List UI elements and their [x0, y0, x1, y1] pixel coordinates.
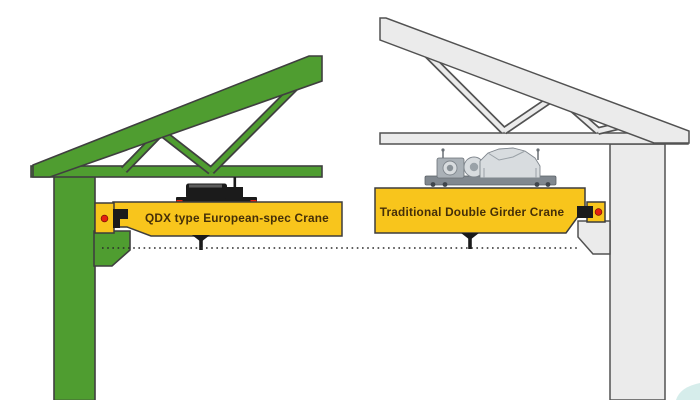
left-truss-top-chord [32, 55, 323, 178]
left-structure [30, 55, 323, 400]
right-corbel-bracket [577, 220, 611, 255]
rope-drum-hub [469, 162, 479, 172]
right-girder-label: Traditional Double Girder Crane [380, 205, 565, 219]
right-end-bracket [577, 206, 593, 218]
right-truss-top-chord [379, 17, 690, 144]
right-structure [379, 17, 690, 400]
corner-accent [676, 383, 700, 400]
hoist-antenna-icon [233, 177, 237, 188]
left-end-bracket [113, 209, 128, 228]
hoist-frame-block [479, 147, 541, 179]
left-buffer-dot-icon [100, 214, 109, 223]
right-hook-icon [461, 233, 479, 249]
hoist-motor-block [226, 187, 243, 199]
right-girder: Traditional Double Girder Crane [374, 187, 606, 249]
hoist-frame-facet [487, 150, 526, 161]
left-hook-icon [192, 235, 210, 250]
left-truss-diagonal-3 [209, 84, 298, 173]
right-crab-trolley [424, 147, 557, 187]
hoist-frame-ribs [483, 168, 537, 178]
left-hoist-trolley [176, 177, 257, 204]
crab-motor-hub [446, 164, 454, 172]
left-girder-label: QDX type European-spec Crane [145, 211, 329, 225]
crab-wheel [534, 182, 540, 187]
left-truss-diagonal-2 [159, 130, 213, 173]
hoist-body-highlight [189, 184, 222, 188]
crab-wheel [442, 182, 448, 187]
left-column [53, 175, 96, 400]
left-girder: QDX type European-spec Crane [94, 201, 343, 250]
crab-wheel [545, 182, 551, 187]
post-tip-left [441, 148, 445, 152]
left-truss-bottom-chord [30, 165, 323, 178]
left-corbel-bracket [93, 230, 131, 267]
right-column [609, 143, 666, 400]
post-tip-right [536, 148, 540, 152]
crab-wheel [430, 182, 436, 187]
right-girder-body [374, 187, 586, 234]
right-buffer-dot-icon [594, 208, 603, 216]
